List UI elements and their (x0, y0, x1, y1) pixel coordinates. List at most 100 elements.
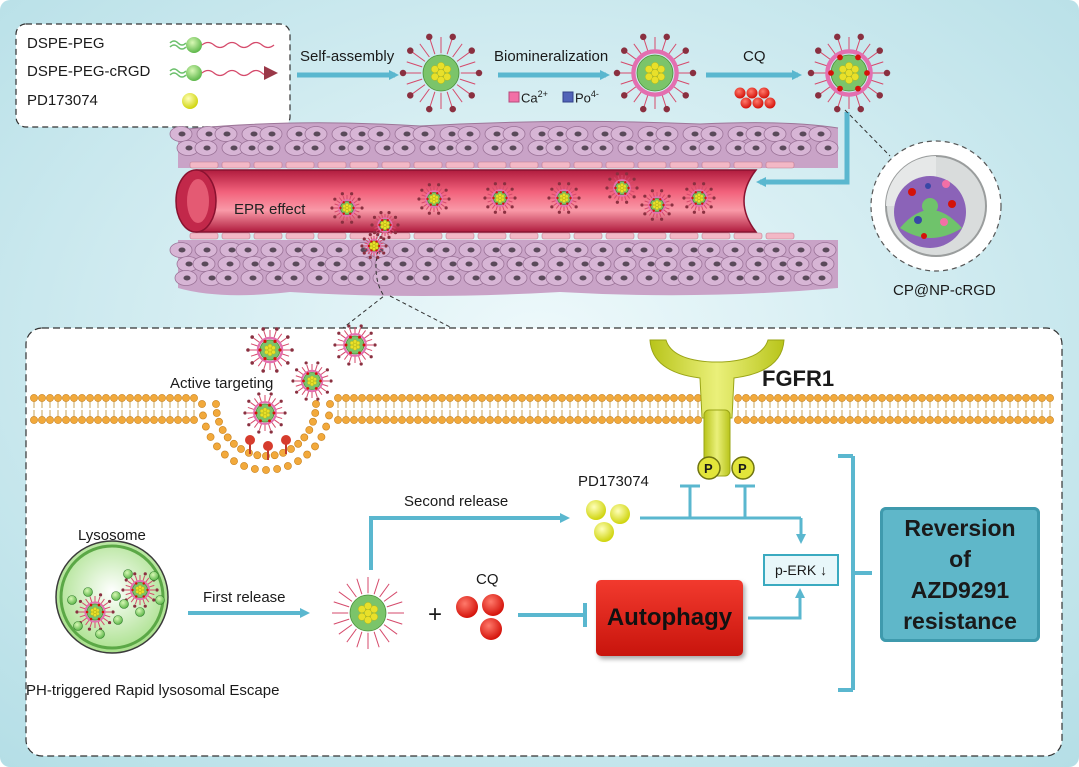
arrow-to-vessel (756, 112, 850, 187)
endothelial-cell (317, 161, 347, 169)
lipid-head (646, 416, 654, 424)
lipid-head (1046, 416, 1054, 424)
legend-box (15, 23, 291, 128)
lipid-head (622, 394, 630, 402)
lysosome-green-sphere (119, 599, 129, 609)
lipid-head (662, 394, 670, 402)
endothelial-cell (509, 161, 539, 169)
lipid-head (798, 416, 806, 424)
arrow-autophagy-perk (748, 588, 805, 620)
lipid-head (902, 394, 910, 402)
lipid-head (294, 439, 303, 448)
cq-cluster-icon (456, 594, 504, 640)
lipid-head (462, 416, 470, 424)
endothelial-cell (637, 161, 667, 169)
lipid-head (230, 457, 238, 466)
tissue-cell-nucleus (249, 275, 257, 281)
tissue-cell-nucleus (736, 275, 744, 281)
tissue-cell-nucleus (335, 247, 343, 253)
endothelial-cell (413, 161, 443, 169)
tissue-cell-nucleus (558, 247, 566, 253)
tissue-cell-nucleus (248, 145, 256, 151)
lipid-head (218, 426, 227, 434)
lipid-head (766, 416, 774, 424)
tissue-cell-nucleus (185, 261, 193, 267)
tissue-cells-upper (169, 126, 839, 156)
lipid-head (870, 416, 878, 424)
tissue-cell-nucleus (185, 145, 193, 151)
tissue-cell-nucleus (381, 275, 389, 281)
lipid-head (942, 394, 950, 402)
lipid-head (910, 394, 918, 402)
tissue-cell-nucleus (624, 247, 632, 253)
tissue-cell-nucleus (752, 145, 760, 151)
endothelial-cell (733, 232, 763, 240)
lipid-head (782, 416, 790, 424)
lipid-head (134, 394, 142, 402)
endothelial-cell (701, 232, 731, 240)
endothelial-cell (317, 232, 347, 240)
lipid-head (303, 450, 312, 459)
tissue-cell-nucleus (707, 145, 715, 151)
lipid-head (300, 433, 309, 442)
tissue-cell-nucleus (556, 261, 564, 267)
lipid-head (510, 416, 518, 424)
tissue-cell-nucleus (428, 145, 436, 151)
tissue-cell-nucleus (251, 261, 259, 267)
endothelial-cell (285, 232, 315, 240)
tissue-cell-nucleus (230, 145, 238, 151)
legend-label-dspe-peg-crgd: DSPE-PEG-cRGD (27, 63, 151, 80)
lipid-head (510, 394, 518, 402)
tissue-cell-nucleus (333, 261, 341, 267)
endothelial-cell (221, 161, 251, 169)
tissue-cell-nucleus (644, 145, 652, 151)
lysosome-green-sphere (95, 629, 105, 639)
tissue-cell-nucleus (754, 131, 762, 137)
lipid-head (118, 394, 126, 402)
lipid-head (454, 416, 462, 424)
endothelial-cell (477, 232, 507, 240)
lipid-head (1022, 394, 1030, 402)
tissue-cell-nucleus (311, 145, 319, 151)
integrin-head (245, 435, 255, 445)
tissue-cell-nucleus (442, 247, 450, 253)
endothelial-cell (189, 161, 219, 169)
ca-superscript: 2+ (537, 89, 548, 99)
lipid-head (158, 416, 166, 424)
tissue-cell-nucleus (399, 261, 407, 267)
extravasating-np-icon (360, 232, 388, 260)
lipid-head (414, 394, 422, 402)
lipid-head (70, 394, 78, 402)
lysosome-green-sphere (67, 595, 77, 605)
lipid-head (606, 416, 614, 424)
lipid-head (566, 394, 574, 402)
lipid-head (38, 416, 46, 424)
tissue-cell-nucleus (310, 247, 318, 253)
tissue-cell-nucleus (226, 261, 234, 267)
lipid-head (1006, 394, 1014, 402)
lipid-head (654, 416, 662, 424)
tissue-cell-nucleus (795, 261, 803, 267)
endothelial-cell (701, 161, 731, 169)
lipid-head (486, 416, 494, 424)
lipid-head (237, 445, 245, 453)
vessel-np-icon (483, 182, 517, 214)
lysosome-green-sphere (111, 591, 121, 601)
label-autophagy: Autophagy (606, 604, 733, 631)
lipid-head (982, 394, 990, 402)
tissue-cell-nucleus (574, 247, 582, 253)
tissue-cell-nucleus (338, 145, 346, 151)
tissue-cell-nucleus (340, 131, 348, 137)
tissue-cell-nucleus (579, 275, 587, 281)
lipid-head (902, 416, 910, 424)
autophagy-box: Autophagy (596, 580, 743, 656)
pd-inhibition-lines (640, 484, 806, 544)
lipid-head (454, 394, 462, 402)
tissue-cell-nucleus (663, 261, 671, 267)
tissue-cell-nucleus (662, 145, 670, 151)
lipid-head (862, 394, 870, 402)
lipid-head (134, 416, 142, 424)
lipid-head (622, 416, 630, 424)
integrin-head (281, 435, 291, 445)
cq-cluster-top-icon (734, 87, 776, 109)
